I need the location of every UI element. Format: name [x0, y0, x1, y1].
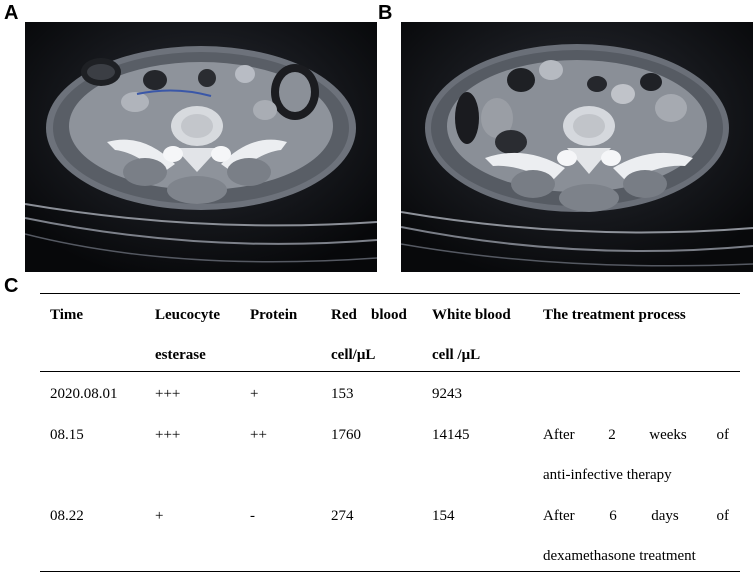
header-rbc-line1a: Red — [331, 307, 357, 323]
row2-treatment-word1: After — [543, 427, 575, 443]
row2-time: 08.15 — [50, 427, 84, 443]
row2-treatment-line2: anti-infective therapy — [543, 467, 672, 483]
header-time: Time — [50, 307, 84, 323]
ct-scan-image-a — [25, 22, 377, 272]
header-protein: Protein — [250, 307, 298, 323]
row2-protein: ++ — [250, 427, 267, 443]
row2-rbc: 1760 — [331, 427, 361, 443]
row2-leucocyte: +++ — [155, 427, 181, 443]
row3-time: 08.22 — [50, 508, 84, 524]
header-treatment: The treatment process — [543, 307, 686, 323]
row3-treatment-word1: After — [543, 508, 575, 524]
header-leucocyte-line1: Leucocyte — [155, 307, 220, 323]
ct-scan-image-b — [401, 22, 753, 272]
table-bottom-rule — [40, 571, 740, 572]
header-leucocyte-line2: esterase — [155, 347, 206, 363]
row2-treatment-word3: weeks of — [649, 427, 729, 443]
header-wbc-line2: cell /μL — [432, 347, 481, 363]
panel-label-b: B — [378, 2, 393, 24]
row3-treatment-word2: 6 — [609, 508, 617, 524]
row1-time: 2020.08.01 — [50, 386, 118, 402]
row3-treatment-line2: dexamethasone treatment — [543, 548, 696, 564]
header-rbc-line2: cell/μL — [331, 347, 376, 363]
row2-wbc: 14145 — [432, 427, 470, 443]
row2-treatment-word2: 2 — [608, 427, 616, 443]
header-rbc-line1b: blood — [371, 307, 407, 323]
panel-label-a: A — [4, 2, 19, 24]
row3-leucocyte: + — [155, 508, 164, 524]
row1-wbc: 9243 — [432, 386, 462, 402]
row3-rbc: 274 — [331, 508, 354, 524]
row3-treatment-line1: After 6 days of — [543, 507, 729, 525]
row1-protein: + — [250, 386, 259, 402]
row3-protein: - — [250, 508, 255, 524]
row2-treatment-line1: After 2 weeks of — [543, 426, 729, 444]
row1-rbc: 153 — [331, 386, 354, 402]
row1-leucocyte: +++ — [155, 386, 181, 402]
header-wbc-line1: White blood — [432, 307, 511, 323]
table-header-rule — [40, 371, 740, 372]
row3-treatment-word3: days of — [651, 508, 729, 524]
row3-wbc: 154 — [432, 508, 455, 524]
panel-label-c: C — [4, 275, 19, 297]
table-top-rule — [40, 293, 740, 294]
